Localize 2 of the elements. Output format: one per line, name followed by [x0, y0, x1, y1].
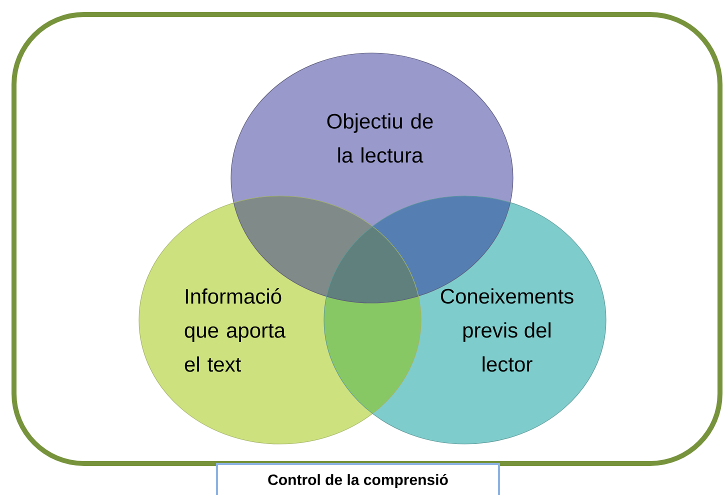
title-box: Control de la comprensió — [216, 463, 500, 495]
rounded-frame — [12, 12, 722, 466]
